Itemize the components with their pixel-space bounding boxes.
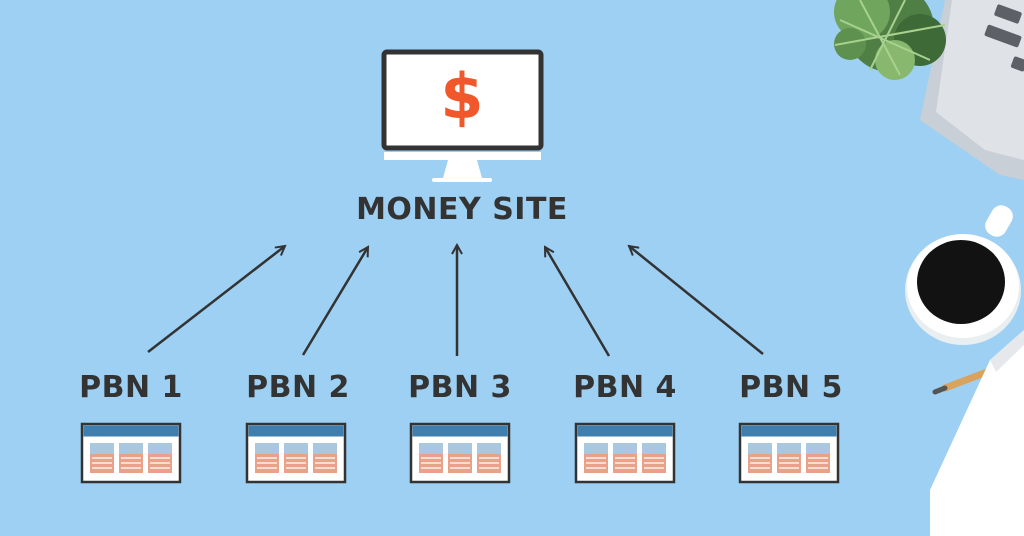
content-block-top [448, 443, 472, 454]
pbn-4-label: PBN 4 [573, 370, 677, 405]
content-block-top [642, 443, 666, 454]
dollar-sign: $ [440, 60, 484, 133]
content-block-top [419, 443, 443, 454]
pbn-4-webpage-icon [574, 422, 676, 484]
page-header-bar [248, 425, 344, 437]
content-block-top [90, 443, 114, 454]
content-block-top [584, 443, 608, 454]
content-block-top [777, 443, 801, 454]
notepad-icon [930, 330, 1024, 536]
content-block-top [806, 443, 830, 454]
arrow-pbn-4 [543, 247, 611, 357]
content-block-top [255, 443, 279, 454]
pbn-3-label: PBN 3 [408, 370, 512, 405]
arrow-pbn-2 [301, 247, 370, 356]
pbn-icons [80, 422, 840, 484]
page-header-bar [83, 425, 179, 437]
page-header-bar [412, 425, 508, 437]
content-block-top [477, 443, 501, 454]
pbn-2-label: PBN 2 [246, 370, 350, 405]
content-block-top [613, 443, 637, 454]
pbn-2-webpage-icon [245, 422, 347, 484]
pbn-3-webpage-icon [409, 422, 511, 484]
coffee-cup-icon [905, 205, 1021, 345]
arrow-pbn-1 [147, 246, 285, 353]
pbn-5-label: PBN 5 [739, 370, 843, 405]
pbn-5-webpage-icon [738, 422, 840, 484]
content-block-top [119, 443, 143, 454]
laptop-icon [920, 0, 1024, 180]
page-header-bar [741, 425, 837, 437]
content-block-top [148, 443, 172, 454]
money-site-label: MONEY SITE [356, 192, 568, 227]
content-block-top [284, 443, 308, 454]
arrow-pbn-5 [629, 246, 764, 355]
plant-icon [834, 0, 946, 80]
arrows [147, 245, 764, 357]
content-block-top [748, 443, 772, 454]
pbn-1-label: PBN 1 [79, 370, 183, 405]
content-block-top [313, 443, 337, 454]
monitor-icon [381, 49, 544, 182]
page-header-bar [577, 425, 673, 437]
pbn-1-webpage-icon [80, 422, 182, 484]
